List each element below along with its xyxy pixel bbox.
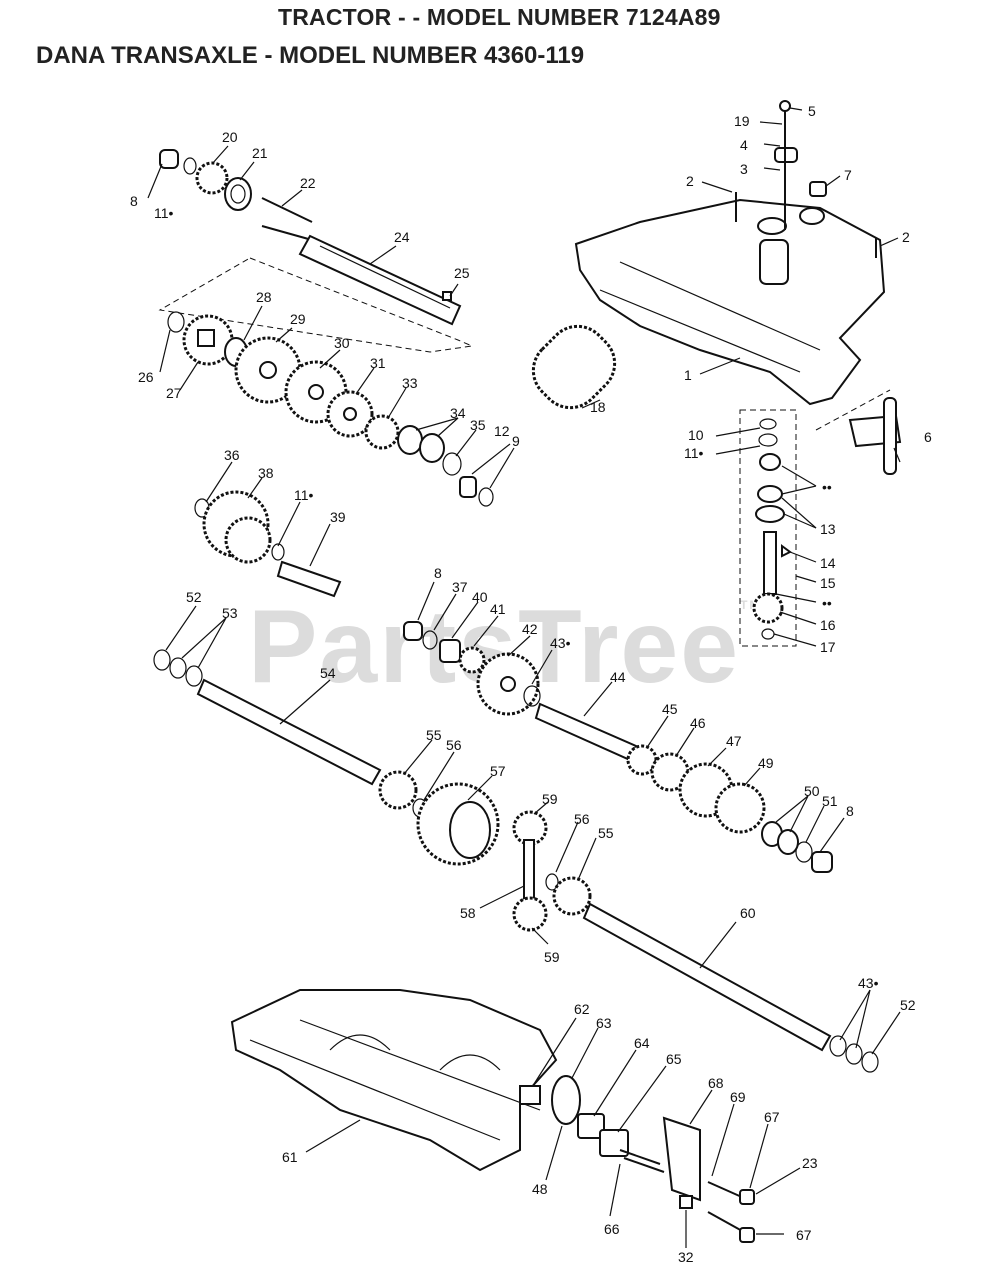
transaxle-lower-housing — [230, 989, 558, 1172]
callout-37: 37 — [452, 579, 468, 595]
left-axle-assembly — [153, 649, 428, 818]
callout-45: 45 — [662, 701, 678, 717]
callout-52: 52 — [900, 997, 916, 1013]
callout-62: 62 — [574, 1001, 590, 1017]
callout-66: 66 — [604, 1221, 620, 1237]
callout-1: 1 — [684, 367, 692, 383]
title-tractor-model: TRACTOR - - MODEL NUMBER 7124A89 — [278, 4, 721, 30]
callout-2: 2 — [902, 229, 910, 245]
callout-57: 57 — [490, 763, 506, 779]
callout-52: 52 — [186, 589, 202, 605]
callout-56: 56 — [574, 811, 590, 827]
callout-19: 19 — [734, 113, 750, 129]
drive-chain — [531, 324, 617, 410]
callout-56: 56 — [446, 737, 462, 753]
callout-4: 4 — [740, 137, 748, 153]
callout-64: 64 — [634, 1035, 650, 1051]
differential-assembly — [416, 782, 879, 1073]
callout-18: 18 — [590, 399, 606, 415]
callout-39: 39 — [330, 509, 346, 525]
callout-61: 61 — [282, 1149, 298, 1165]
callout-16: 16 — [820, 617, 836, 633]
callout-15: 15 — [820, 575, 836, 591]
callout-38: 38 — [258, 465, 274, 481]
callout-17: 17 — [820, 639, 836, 655]
callout-65: 65 — [666, 1051, 682, 1067]
callout-24: 24 — [394, 229, 410, 245]
callout-43: 43• — [858, 975, 879, 991]
callout-48: 48 — [532, 1181, 548, 1197]
input-shaft-assembly — [158, 149, 474, 353]
callout-22: 22 — [300, 175, 316, 191]
callout-8: 8 — [846, 803, 854, 819]
callout-31: 31 — [370, 355, 386, 371]
callout-12: 12 — [494, 423, 510, 439]
callout-67: 67 — [764, 1109, 780, 1125]
callout-11: 11• — [294, 487, 314, 503]
callout-13: 13 — [820, 521, 836, 537]
callout-double-bullet: •• — [822, 595, 832, 611]
callout-11: 11• — [684, 445, 704, 461]
callout-10: 10 — [688, 427, 704, 443]
callout-2: 2 — [686, 173, 694, 189]
callout-11: 11• — [154, 205, 174, 221]
title-transaxle-model: DANA TRANSAXLE - MODEL NUMBER 4360-119 — [36, 42, 585, 69]
callout-41: 41 — [490, 601, 506, 617]
callout-29: 29 — [290, 311, 306, 327]
callout-20: 20 — [222, 129, 238, 145]
callout-63: 63 — [596, 1015, 612, 1031]
callout-59: 59 — [542, 791, 558, 807]
callout-68: 68 — [708, 1075, 724, 1091]
callout-21: 21 — [252, 145, 268, 161]
callout-55: 55 — [598, 825, 614, 841]
callout-14: 14 — [820, 555, 836, 571]
brake-assembly — [519, 1075, 755, 1243]
callout-43: 43• — [550, 635, 571, 651]
callout-60: 60 — [740, 905, 756, 921]
callout-9: 9 — [512, 433, 520, 449]
callout-36: 36 — [224, 447, 240, 463]
callout-59: 59 — [544, 949, 560, 965]
callout-26: 26 — [138, 369, 154, 385]
callout-35: 35 — [470, 417, 486, 433]
callout-34: 34 — [450, 405, 466, 421]
gear-cluster-26-35 — [167, 311, 494, 507]
callout-49: 49 — [758, 755, 774, 771]
callout-46: 46 — [690, 715, 706, 731]
callout-28: 28 — [256, 289, 272, 305]
callout-5: 5 — [808, 103, 816, 119]
callout-8: 8 — [434, 565, 442, 581]
callout-55: 55 — [426, 727, 442, 743]
vertical-input-shaft-10-17 — [739, 409, 797, 647]
callout-30: 30 — [334, 335, 350, 351]
transaxle-upper-housing — [574, 100, 902, 475]
countershaft-assembly — [403, 621, 833, 873]
callout-53: 53 — [222, 605, 238, 621]
callout-double-bullet: •• — [822, 479, 832, 495]
callout-7: 7 — [844, 167, 852, 183]
callout-3: 3 — [740, 161, 748, 177]
callout-25: 25 — [454, 265, 470, 281]
callout-42: 42 — [522, 621, 538, 637]
part-callouts: 1 2 2 3 4 5 6 7 8 8 8 9 10 11• 11• 11• 1… — [130, 103, 932, 1265]
callout-69: 69 — [730, 1089, 746, 1105]
callout-6: 6 — [924, 429, 932, 445]
callout-51: 51 — [822, 793, 838, 809]
callout-47: 47 — [726, 733, 742, 749]
callout-leaders — [147, 107, 901, 1248]
cluster-gear-36-39 — [194, 490, 342, 598]
callout-27: 27 — [166, 385, 182, 401]
callout-54: 54 — [320, 665, 336, 681]
callout-8: 8 — [130, 193, 138, 209]
callout-32: 32 — [678, 1249, 694, 1265]
callout-33: 33 — [402, 375, 418, 391]
callout-40: 40 — [472, 589, 488, 605]
callout-50: 50 — [804, 783, 820, 799]
callout-67: 67 — [796, 1227, 812, 1243]
callout-23: 23 — [802, 1155, 818, 1171]
callout-44: 44 — [610, 669, 626, 685]
callout-58: 58 — [460, 905, 476, 921]
